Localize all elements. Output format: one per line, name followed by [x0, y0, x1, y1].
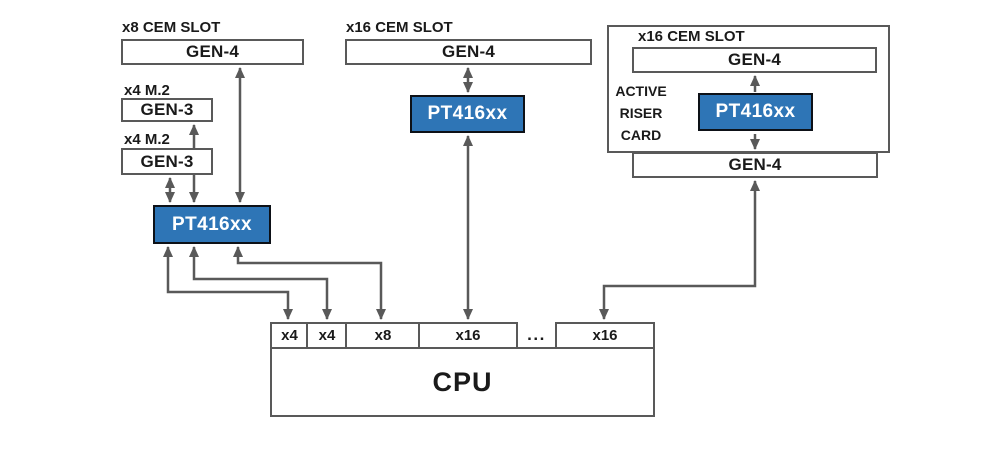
x8-cem-slot-label: x8 CEM SLOT [122, 19, 221, 36]
m2-gen3-box-1: GEN-3 [121, 98, 213, 122]
m2-gen3-box-2: GEN-3 [121, 148, 213, 175]
active-riser-card-label-line1: ACTIVE [615, 83, 667, 99]
arrow-riser-edge-to-cpu-x16 [599, 180, 760, 320]
active-riser-card-label-line3: CARD [620, 127, 662, 143]
cpu-ports-ellipsis: ... [527, 324, 546, 344]
cpu-port-x16-2: x16 [555, 322, 655, 349]
x16-cem-gen4-box: GEN-4 [345, 39, 592, 65]
cpu-port-x8: x8 [345, 322, 421, 349]
pt416xx-chip-left: PT416xx [153, 205, 271, 244]
cpu-box: CPU [270, 347, 655, 417]
m2-slot-1-label: x4 M.2 [124, 82, 170, 99]
riser-gen4-slot-box: GEN-4 [632, 47, 877, 73]
x16-cem-slot-label: x16 CEM SLOT [346, 19, 453, 36]
m2-slot-2-label: x4 M.2 [124, 131, 170, 148]
cpu-port-x4-1: x4 [270, 322, 309, 349]
active-riser-card-label: ACTIVE RISER CARD [609, 80, 673, 146]
riser-x16-cem-slot-label: x16 CEM SLOT [638, 28, 745, 45]
active-riser-card-label-line2: RISER [619, 105, 663, 121]
riser-gen4-edge-box: GEN-4 [632, 152, 878, 178]
arrow-left-chip-to-cpu-x8 [233, 246, 386, 320]
pt416xx-chip-middle: PT416xx [410, 95, 525, 133]
cpu-port-x4-2: x4 [306, 322, 348, 349]
pt416xx-chip-riser: PT416xx [698, 93, 813, 131]
cpu-port-x16-1: x16 [418, 322, 518, 349]
arrow-left-chip-to-cpu-x4-2 [189, 246, 332, 320]
x8-cem-gen4-box: GEN-4 [121, 39, 304, 65]
arrow-left-chip-to-cpu-x4-1 [163, 246, 293, 320]
